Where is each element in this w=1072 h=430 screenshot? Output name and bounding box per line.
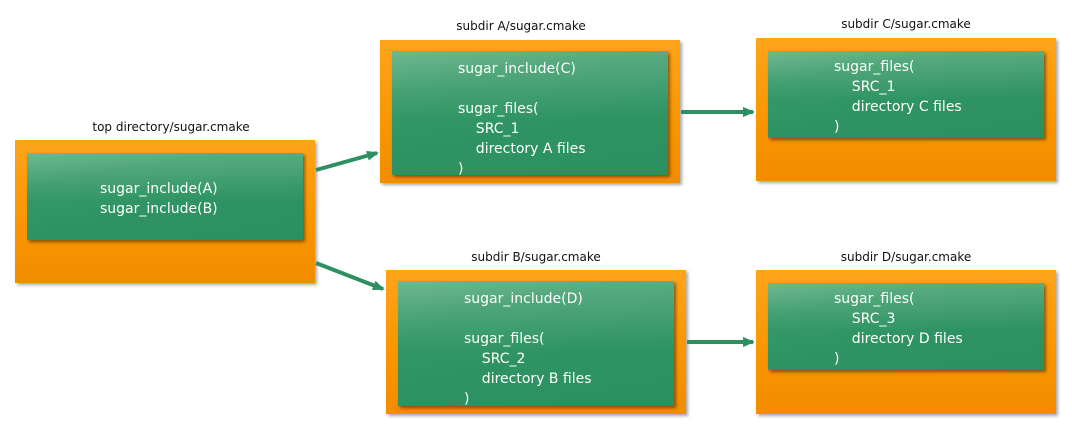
top-directory-code-panel: sugar_include(A) sugar_include(B) <box>27 153 303 240</box>
subdir-d-code: sugar_files( SRC_3 directory D files ) <box>834 291 963 367</box>
subdir-b-caption: subdir B/sugar.cmake <box>471 250 601 264</box>
subdir-c-caption: subdir C/sugar.cmake <box>841 17 971 31</box>
subdir-d-code-panel: sugar_files( SRC_3 directory D files ) <box>768 283 1044 370</box>
subdir-c-code-panel: sugar_files( SRC_1 directory C files ) <box>768 51 1044 138</box>
arrow-top-to-a <box>315 150 379 172</box>
arrow-top-to-b <box>315 261 385 291</box>
subdir-c-box: sugar_files( SRC_1 directory C files ) <box>756 38 1056 181</box>
subdir-b-box: sugar_include(D) sugar_files( SRC_2 dire… <box>386 270 686 414</box>
subdir-b-code: sugar_include(D) sugar_files( SRC_2 dire… <box>464 291 592 406</box>
subdir-a-caption: subdir A/sugar.cmake <box>456 19 586 33</box>
subdir-a-box: sugar_include(C) sugar_files( SRC_1 dire… <box>380 40 680 183</box>
subdir-d-box: sugar_files( SRC_3 directory D files ) <box>756 270 1056 414</box>
subdir-d-caption: subdir D/sugar.cmake <box>840 250 972 264</box>
top-directory-caption: top directory/sugar.cmake <box>92 120 250 134</box>
subdir-c-code: sugar_files( SRC_1 directory C files ) <box>834 59 962 135</box>
subdir-a-code-panel: sugar_include(C) sugar_files( SRC_1 dire… <box>392 51 668 175</box>
top-directory-box: sugar_include(A) sugar_include(B) <box>15 140 315 283</box>
subdir-b-code-panel: sugar_include(D) sugar_files( SRC_2 dire… <box>398 281 674 406</box>
subdir-a-code: sugar_include(C) sugar_files( SRC_1 dire… <box>458 61 586 175</box>
top-directory-code: sugar_include(A) sugar_include(B) <box>100 181 218 217</box>
